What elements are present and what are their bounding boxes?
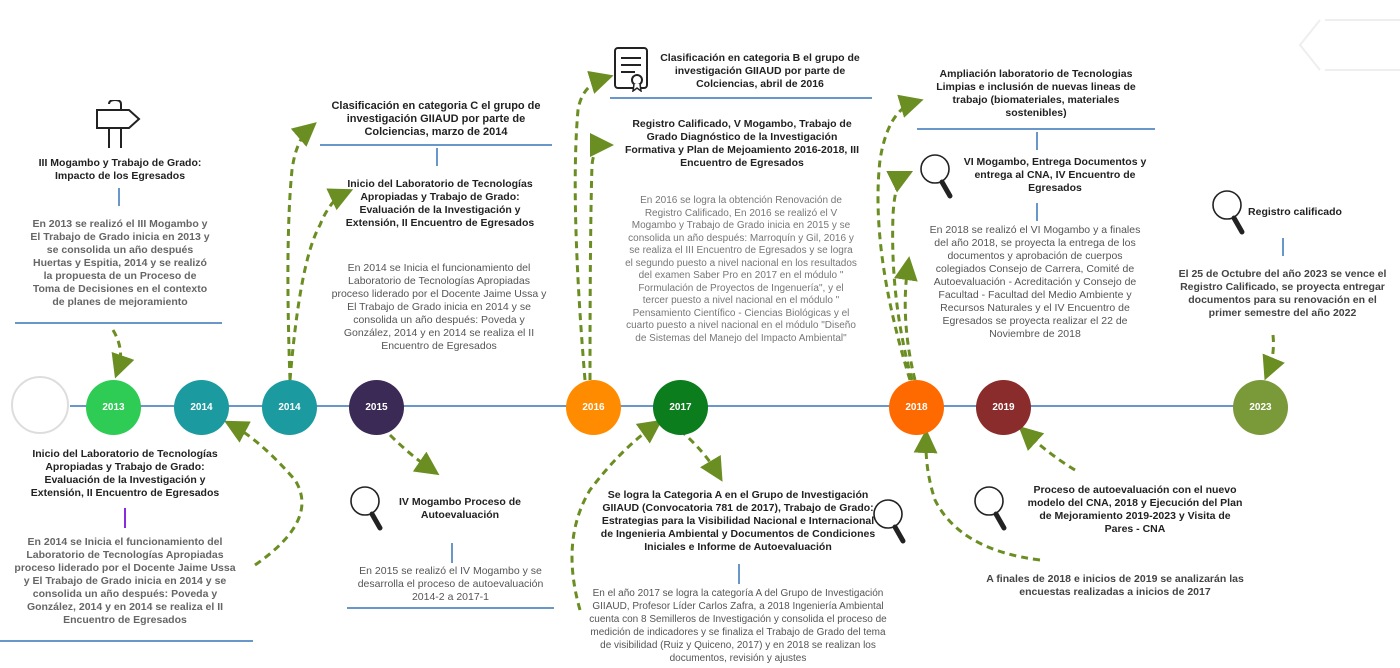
connector-2023 xyxy=(1282,238,1284,256)
connector-2018 xyxy=(1036,203,1038,221)
title-survey: A finales de 2018 e inicios de 2019 se a… xyxy=(986,573,1244,598)
timeline-node-2014-b: 2014 xyxy=(262,380,317,435)
text-2014-lower: En 2014 se Inicia el funcionamiento del … xyxy=(14,536,236,626)
arrow-2018-lab xyxy=(876,94,924,381)
connector-2015 xyxy=(451,543,453,563)
arrow-2018-survey xyxy=(913,429,1041,562)
title-2014-upper: Inicio del Laboratorio de Tecnologías Ap… xyxy=(345,178,535,229)
text-2015: En 2015 se realizó el IV Mogambo y se de… xyxy=(357,565,544,603)
timeline-node-2019: 2019 xyxy=(976,380,1031,435)
magnifier-icon xyxy=(350,486,383,531)
timeline-node-2017: 2017 xyxy=(653,380,708,435)
text-2017: En el año 2017 se logra la categoría A d… xyxy=(589,588,887,664)
connector-2013-title xyxy=(118,188,120,206)
timeline-node-2014-a: 2014 xyxy=(174,380,229,435)
timeline-node-2016: 2016 xyxy=(566,380,621,435)
connector-lab xyxy=(1036,132,1038,150)
divider-2014-low xyxy=(0,640,253,642)
chevron-left-icon xyxy=(1298,19,1400,71)
text-2016: En 2016 se logra la obtención Renovación… xyxy=(625,195,857,344)
timeline-node-2018: 2018 xyxy=(889,380,944,435)
arrow-2014-catC xyxy=(286,122,317,381)
arrow-2017-down xyxy=(679,428,723,482)
divider-catC xyxy=(320,144,552,146)
title-2017: Se logra la Categoria A en el Grupo de I… xyxy=(600,489,876,553)
timeline-node-2023: 2023 xyxy=(1233,380,1288,435)
title-2023: Registro calificado xyxy=(1248,206,1342,218)
timeline-node-empty xyxy=(11,376,69,434)
divider-2013 xyxy=(15,322,222,324)
text-2023: El 25 de Octubre del año 2023 se vence e… xyxy=(1178,268,1387,319)
connector-2014-low xyxy=(124,508,126,528)
certificate-icon xyxy=(614,47,648,92)
timeline-node-2013: 2013 xyxy=(86,380,141,435)
text-2013: En 2013 se realizó el III Mogambo y El T… xyxy=(30,218,210,308)
title-2018: VI Mogambo, Entrega Documentos y entrega… xyxy=(963,156,1147,194)
title-category-c: Clasificación en categoria C el grupo de… xyxy=(331,100,541,138)
arrow-2023-down xyxy=(1262,334,1285,381)
arrow-2017-up xyxy=(570,419,663,611)
title-category-b: Clasificación en categoria B el grupo de… xyxy=(660,52,860,90)
timeline-node-2015: 2015 xyxy=(349,380,404,435)
title-lab-expansion: Ampliación laboratorio de Tecnologias Li… xyxy=(936,68,1136,119)
title-2014-lower: Inicio del Laboratorio de Tecnologías Ap… xyxy=(30,448,220,499)
divider-catB xyxy=(610,97,872,99)
connector-catC xyxy=(436,148,438,166)
arrow-2018-vi xyxy=(886,170,914,381)
arrow-2018-text xyxy=(893,256,918,381)
text-2014-upper: En 2014 se Inicia el funcionamiento del … xyxy=(331,262,547,352)
arrow-2016-reg xyxy=(588,133,614,381)
arrow-2015-down xyxy=(388,433,440,476)
magnifier-icon xyxy=(873,499,906,544)
connector-2017 xyxy=(738,564,740,584)
magnifier-icon xyxy=(920,154,953,199)
title-2019: Proceso de autoevaluación con el nuevo m… xyxy=(1027,484,1243,535)
title-2015: IV Mogambo Proceso de Autoevaluación xyxy=(399,496,521,521)
title-2013: III Mogambo y Trabajo de Grado: Impacto … xyxy=(38,157,202,182)
arrow-2016-catB xyxy=(573,70,614,381)
magnifier-icon xyxy=(974,486,1007,531)
arrow-2013-down xyxy=(111,329,135,379)
divider-2015 xyxy=(347,607,554,609)
magnifier-icon xyxy=(1212,190,1245,235)
signpost-icon xyxy=(96,100,141,148)
arrow-2014-up xyxy=(224,420,304,567)
title-2016: Registro Calificado, V Mogambo, Trabajo … xyxy=(624,118,859,169)
text-2018: En 2018 se realizó el VI Mogambo y a fin… xyxy=(929,224,1141,340)
arrow-2019-proc xyxy=(1018,425,1076,472)
divider-lab xyxy=(917,128,1155,130)
arrow-2014-lab xyxy=(288,188,354,381)
